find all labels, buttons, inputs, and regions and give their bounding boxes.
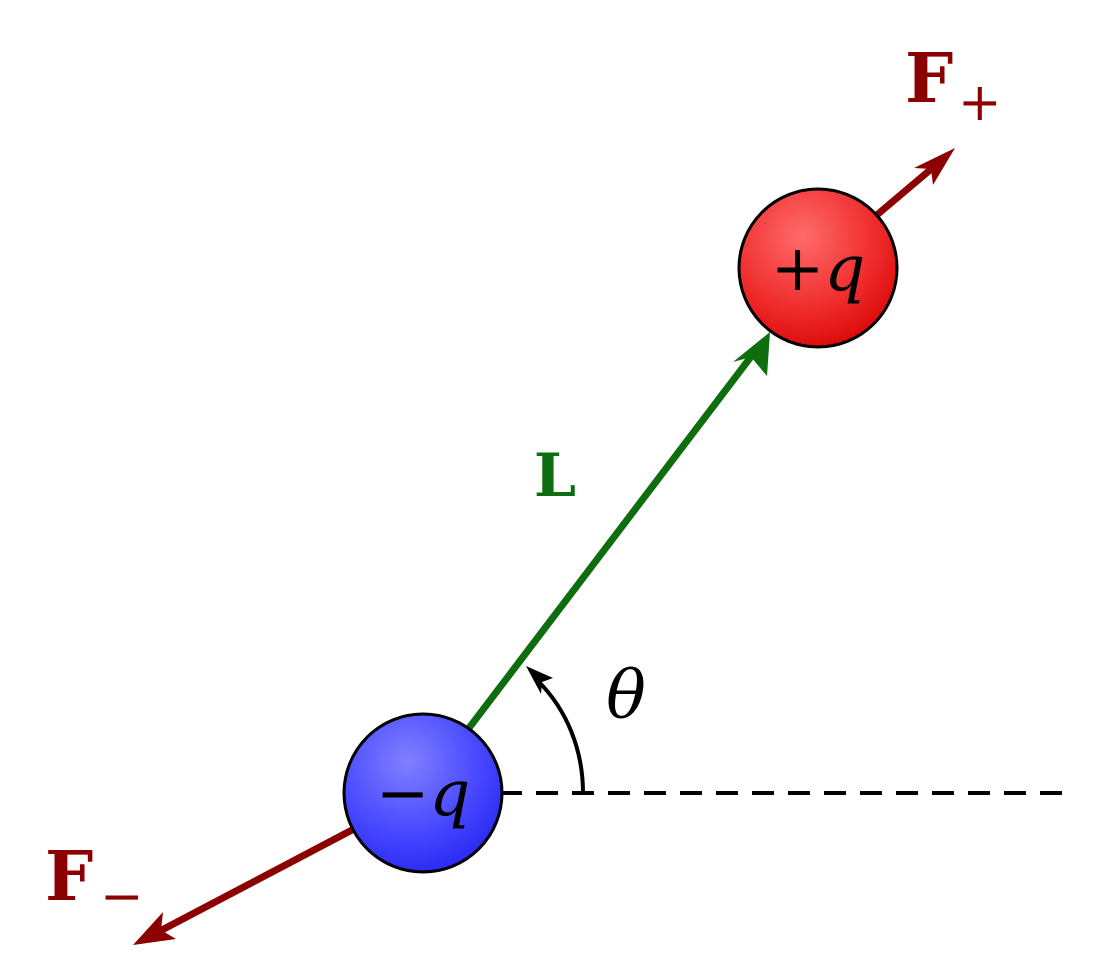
dipole-vector-arrowhead [733,332,770,376]
angle-arc [536,679,585,794]
angle-label: θ [606,657,646,734]
force-positive-shaft [874,166,934,218]
angle-arc-arrowhead [526,666,553,694]
force-positive-symbol: F [905,39,953,119]
force-positive-arrowhead [914,148,955,185]
force-negative-label: F − [45,837,144,927]
negative-charge-label: −q [376,757,471,831]
force-negative-symbol: F [45,837,93,917]
negative-charge [342,712,504,874]
positive-charge [737,187,899,349]
dipole-vector-shaft [462,354,754,736]
force-negative-shaft [156,826,356,935]
force-negative-arrowhead [133,912,176,945]
force-positive-label: F + [905,39,1002,133]
dipole-vector-label: L [534,441,576,511]
force-positive-subscript: + [958,73,1002,133]
force-negative-subscript: − [100,867,144,927]
positive-charge-label: +q [771,232,866,306]
